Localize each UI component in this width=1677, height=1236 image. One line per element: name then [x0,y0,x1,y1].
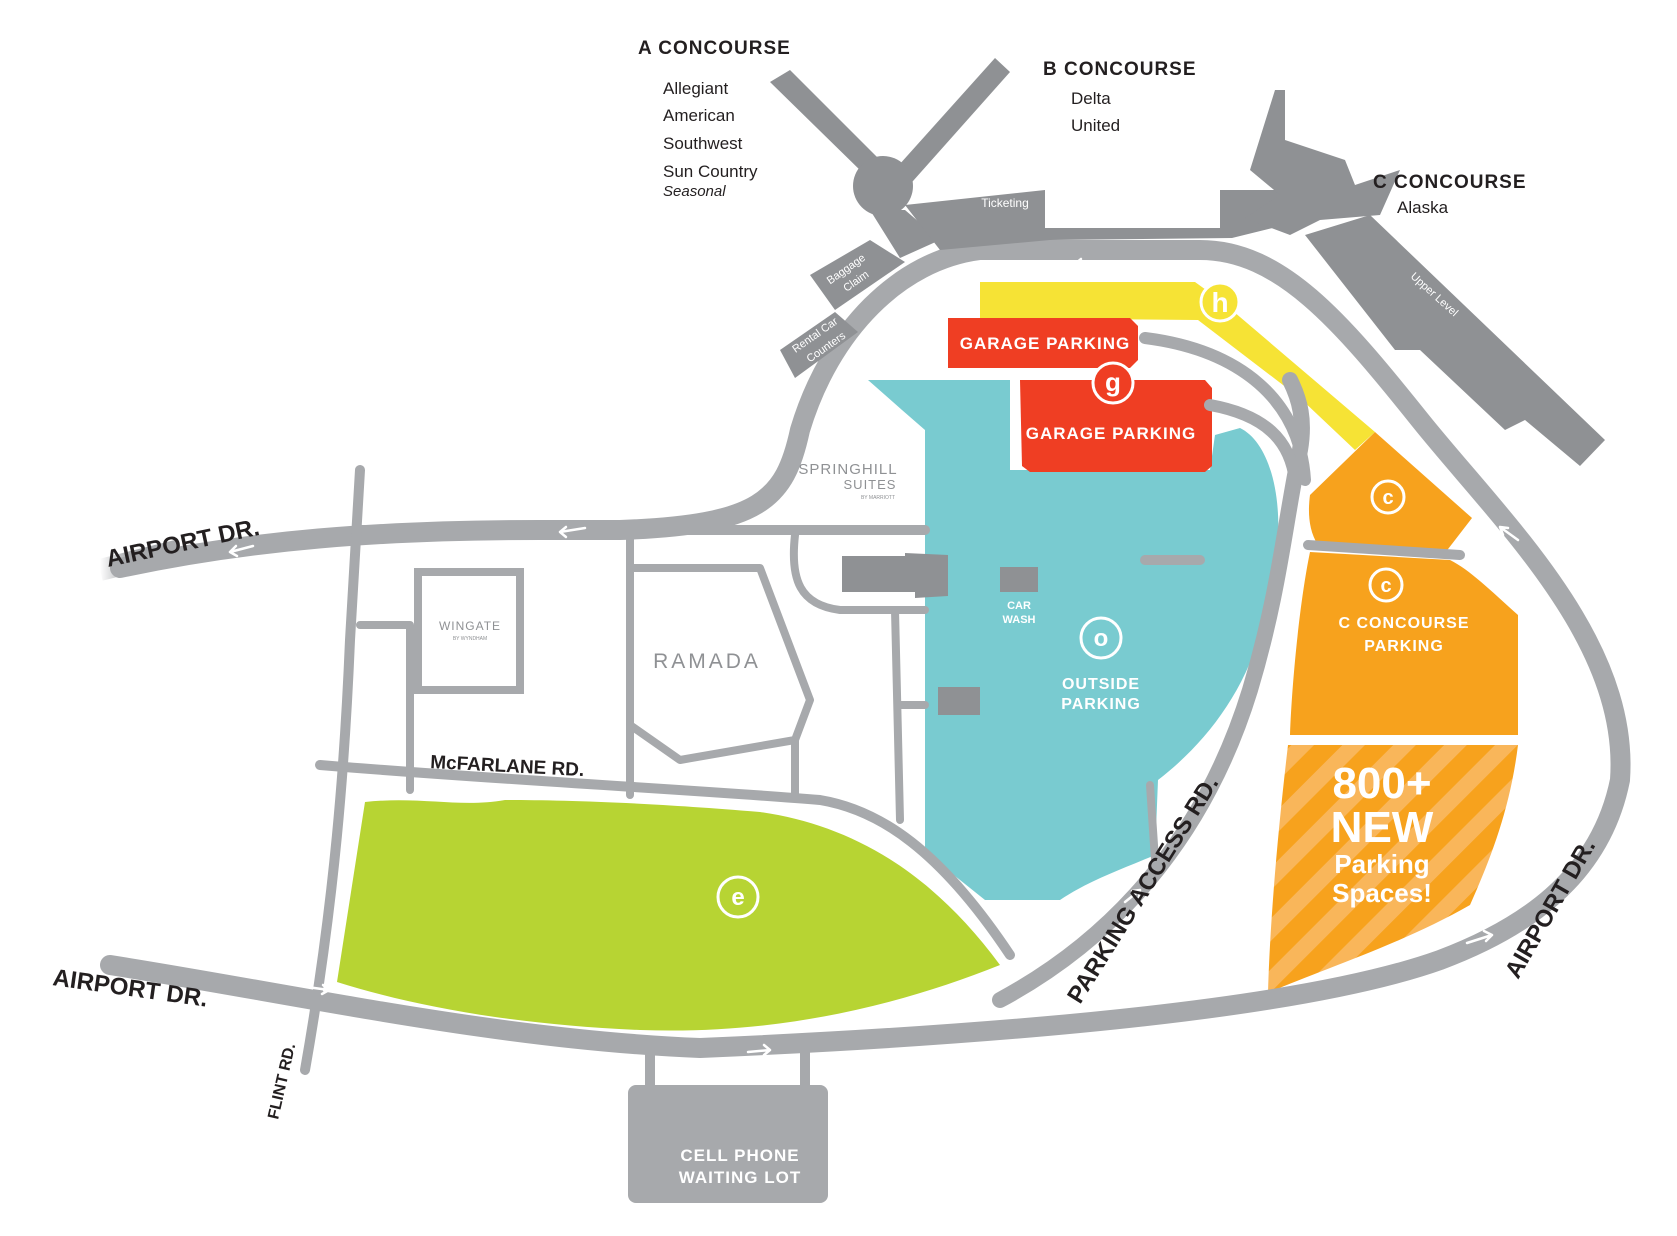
outside-parking-label-2: PARKING [1061,696,1141,713]
c-airline: Alaska [1397,198,1449,217]
cell-phone-lot-building[interactable] [628,1085,828,1203]
outside-parking-lot[interactable] [868,380,1279,900]
springhill-suites-label-3: BY MARRIOTT [861,495,895,501]
b-airline: Delta [1071,89,1111,108]
ramada-label: RAMADA [653,650,761,673]
ticketing-label: Ticketing [981,196,1029,210]
new-parking-label-4: Spaces! [1332,878,1432,908]
c-concourse-title: C CONCOURSE [1373,172,1527,193]
svg-text:e: e [731,884,744,911]
new-parking-label-1: 800+ [1332,759,1431,808]
terminal-building [770,58,1605,466]
c-concourse-parking-top[interactable] [1308,432,1472,553]
building-group [414,553,1038,1203]
baggage-claim-label: Baggage [1164,198,1212,212]
svg-text:c: c [1380,575,1391,597]
b-airline: United [1071,116,1120,135]
economy-marker: e [716,875,760,919]
springhill-suites-label-1: SPRINGHILL [798,461,897,478]
new-parking-label-3: Parking [1334,849,1429,879]
svg-text:c: c [1382,487,1393,509]
springhill-suites-label-2: SUITES [844,477,897,492]
hourly-marker: h [1199,281,1241,323]
a-airline: Allegiant [663,79,728,98]
cell-phone-lot-label-1: CELL PHONE [680,1146,799,1165]
car-wash-label-1: CAR [1007,600,1031,612]
cell-phone-lot-label-2: WAITING LOT [679,1168,801,1187]
baggage-claim-label: Claim [1173,213,1204,227]
c-concourse-parking-lot[interactable] [1290,552,1518,735]
c-concourse-parking-label-2: PARKING [1364,638,1444,655]
traffic-arrows [228,257,1520,1057]
wingate-label: WINGATE [439,619,501,633]
svg-text:o: o [1094,625,1109,652]
garage-parking[interactable] [948,318,1212,472]
road-network [97,240,1631,1095]
car-wash-label-2: WASH [1003,614,1036,626]
a-airline: Southwest [663,134,743,153]
a-seasonal-note: Seasonal [663,183,726,200]
a-concourse-title: A CONCOURSE [638,38,791,59]
hourly-parking-lot[interactable] [980,282,1375,450]
outside-parking-label-1: OUTSIDE [1062,676,1140,693]
c-marker-top: c [1370,479,1406,515]
svg-text:h: h [1211,287,1228,318]
b-concourse-title: B CONCOURSE [1043,59,1197,80]
c-marker-lot: c [1368,567,1404,603]
airport-dr-e-label: AIRPORT DR. [1500,834,1601,983]
garage-marker: g [1091,361,1135,405]
economy-parking-lot[interactable] [337,800,1000,1031]
outside-marker: o [1079,616,1123,660]
garage-parking-label-2: GARAGE PARKING [1026,424,1196,443]
flint-rd-label: FLINT RD. [265,1042,299,1121]
garage-parking-label-1: GARAGE PARKING [960,334,1130,353]
a-airline: Sun Country [663,162,758,181]
c-concourse-parking-label-1: C CONCOURSE [1338,615,1469,632]
a-airline: American [663,106,735,125]
new-parking-label-2: NEW [1331,803,1434,852]
svg-text:g: g [1105,367,1121,397]
wingate-sub-label: BY WYNDHAM [453,636,487,642]
new-parking-lot[interactable] [1268,745,1518,993]
